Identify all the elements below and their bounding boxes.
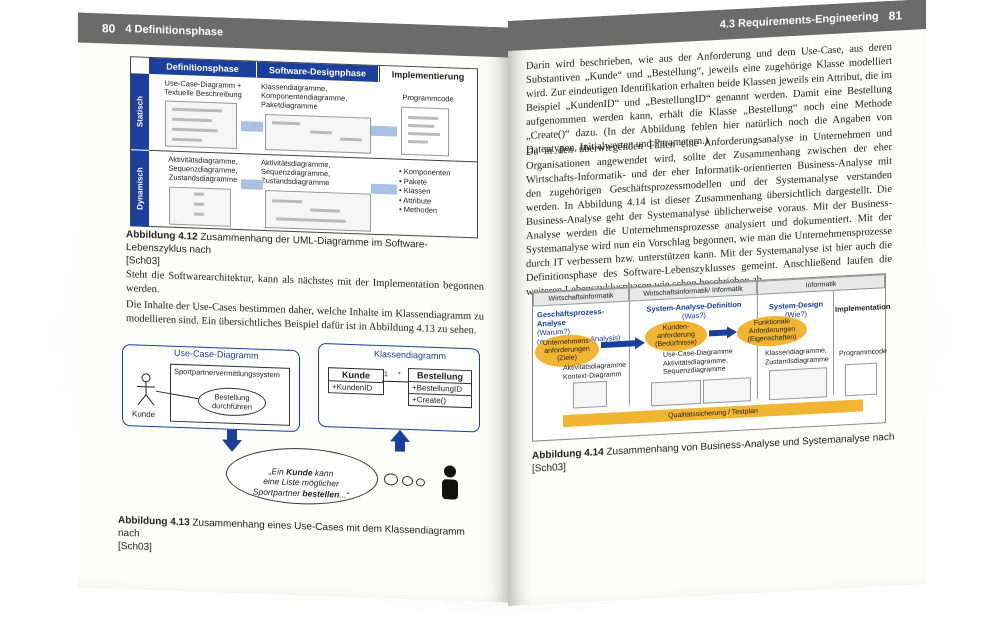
left-page-number: 80 [102,21,116,36]
f14-arrow-icon [601,337,645,350]
f14-oval-customer-requirements: Kunden- anforderung (Bedürfnisse) [645,319,707,353]
thought-bubble-1 [384,473,398,486]
class-kunde: Kunde +KundenID [328,367,384,396]
f12-design-dynamic-text: Aktivitätsdiagramme, Sequenzdiagramme, Z… [261,157,331,188]
actor-association-line [156,390,199,400]
class-bestellung-method: +Create() [412,395,447,406]
f14-activity-thumbnail [573,380,607,409]
up-arrow-icon [390,429,410,452]
f14-usecase-thumbnail [651,379,701,407]
f12-code-thumbnail [401,106,449,157]
f14-col2-diagrams: Use-Case-Diagramme Aktivitätsdiagramme, … [663,348,733,376]
right-page: 4.3 Requirements-Engineering 81 Darin wi… [508,0,926,606]
f14-col-divider [629,301,630,406]
left-chapter-title: 4 Definitionsphase [125,23,224,39]
f12-impl-bullets: Komponenten Pakete Klassen Attribute Met… [399,167,450,216]
f14-quality-bar: Qualitätssicherung / Testplan [563,399,863,428]
f14-class-thumbnail [769,367,827,401]
f12-arrow-4 [371,183,397,195]
system-name: Sportpartnervermittlungssystem [174,366,280,380]
f14-col4-diagrams: Programmcode [839,348,887,358]
f14-header-1: Wirtschaftsinformatik [533,287,629,307]
class-kunde-attr: +KundenID [332,382,373,393]
class-association-line [382,380,408,383]
class-bestellung: Bestellung +BestellungID +Create() [408,367,472,409]
f14-col2-heading: System-Analyse-Definition(Was?) [646,299,742,321]
f14-arrow-icon [709,326,737,339]
f12-activity-thumbnail [169,186,231,227]
f14-code-thumbnail [845,362,877,397]
f12-design-static-text: Klassendiagramme, Komponentendiagramme, … [261,81,348,111]
f12-row-static: Statisch [131,73,149,150]
thought-bubble-2 [402,475,413,487]
f14-col3-diagrams: Klassendiagramme, Zustandsdiagramme [765,347,829,366]
speech-cloud-text: „Ein Kunde kann eine Liste möglicher Spo… [252,465,350,500]
f12-arrow-1 [241,121,263,132]
caption-4-13-label: Abbildung 4.13 [118,514,190,529]
figure-4-14: Wirtschaftsinformatik Wirtschaftsinforma… [532,273,891,442]
caption-4-14-ref: [Sch03] [532,461,566,475]
thought-bubble-3 [416,478,425,487]
f12-bullet: Methoden [399,205,450,216]
f12-header-impl: Implementierung [379,65,477,86]
right-paragraph-2: Da in den überwiegenden Fällen eine Anfo… [526,127,892,298]
actor-label: Kunde [132,409,156,420]
f12-class-thumbnail [265,113,371,154]
left-page: 80 4 Definitionsphase Definitionsphase S… [78,12,510,603]
right-chapter-title: 4.3 Requirements-Engineering [719,10,879,31]
f12-usecase-thumbnail [165,100,237,150]
figure-4-13: Use-Case-Diagramm Sportpartnervermittlun… [118,336,498,509]
caption-4-12-label: Abbildung 4.12 [126,229,198,243]
f12-arrow-2 [371,125,397,137]
f12-arrow-3 [241,179,263,190]
f12-header-def: Definitionsphase [149,57,257,78]
f14-col-divider [757,294,758,399]
caption-4-13-ref: [Sch03] [118,540,152,554]
f12-header-design: Software-Designphase [257,61,379,82]
f14-oval-functional-requirements: Funktionale Anforderungen (Eigenschaften… [737,314,807,348]
f12-def-dynamic-text: Aktivitätsdiagramme, Sequenzdiagramme, Z… [168,154,238,185]
f12-def-static-text: Use-Case-Diagramm + Textuelle Beschreibu… [164,78,242,100]
f12-sequence-thumbnail [265,189,371,232]
actor-icon [137,373,155,406]
f14-sequence-thumbnail [703,377,751,404]
caption-4-12-ref: [Sch03] [126,255,160,268]
f14-col4-heading: Implementation [835,301,891,314]
left-running-head: 80 4 Definitionsphase [78,12,510,58]
right-page-number: 81 [888,8,902,24]
f12-row-dynamic: Dynamisch [131,149,149,227]
caption-4-14-text: Zusammenhang von Business-Analyse und Sy… [606,431,895,458]
figure-4-12: Definitionsphase Software-Designphase Im… [130,56,478,239]
person-icon [442,465,458,500]
caption-4-13: Abbildung 4.13 Zusammenhang eines Use-Ca… [118,514,488,566]
f12-impl-static-text: Programmcode [402,92,454,104]
caption-4-14-label: Abbildung 4.14 [532,446,604,462]
f14-col1-diagrams: Aktivitätsdiagramme Kontext-Diagramm [563,361,627,381]
f14-col-divider [833,290,834,395]
down-arrow-icon [222,429,242,452]
